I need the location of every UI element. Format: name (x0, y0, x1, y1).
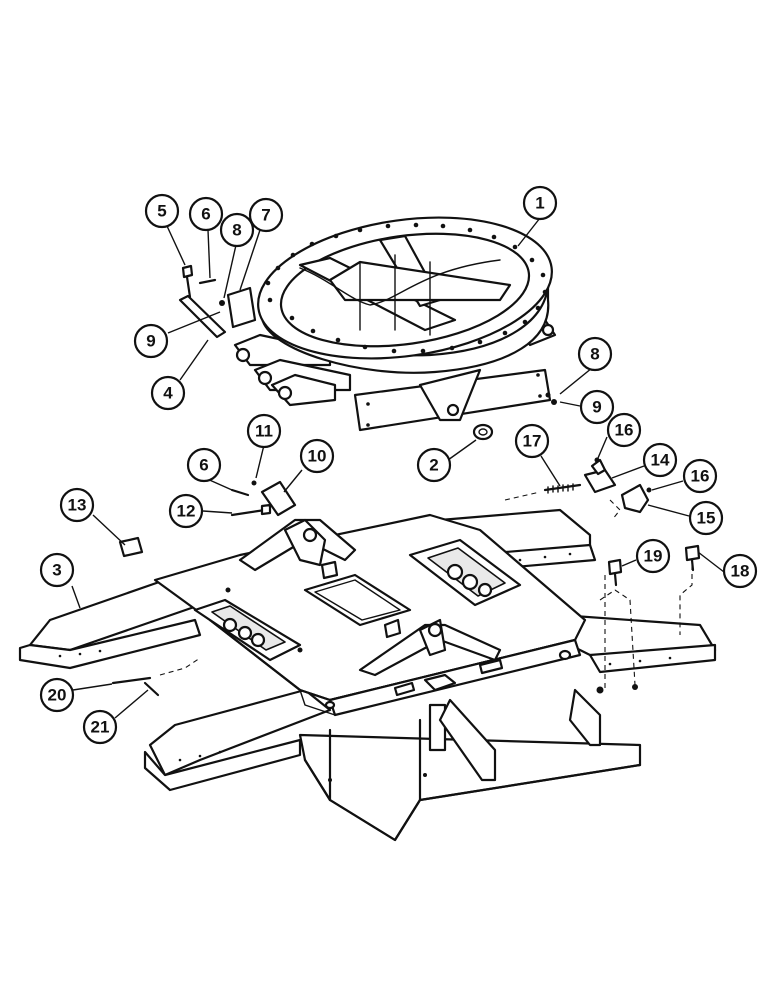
callout-5: 5 (144, 193, 180, 229)
callout-15: 15 (688, 500, 724, 536)
svg-text:19: 19 (644, 547, 663, 566)
svg-text:2: 2 (429, 456, 438, 475)
callout-6-top: 6 (188, 196, 224, 232)
callout-8-right: 8 (577, 336, 613, 372)
callout-10: 10 (299, 438, 335, 474)
callout-13: 13 (59, 487, 95, 523)
svg-text:16: 16 (691, 467, 710, 486)
svg-text:13: 13 (68, 496, 87, 515)
svg-text:15: 15 (697, 509, 716, 528)
callout-14: 14 (642, 442, 678, 478)
ring-bolt-holes (265, 222, 548, 354)
callout-3: 3 (39, 552, 75, 588)
callout-18: 18 (722, 553, 758, 589)
svg-text:16: 16 (615, 421, 634, 440)
svg-text:20: 20 (48, 686, 67, 705)
svg-text:18: 18 (731, 562, 750, 581)
svg-text:7: 7 (261, 206, 270, 225)
callout-4: 4 (150, 375, 186, 411)
svg-text:1: 1 (535, 194, 544, 213)
callout-11: 11 (246, 413, 282, 449)
svg-text:8: 8 (590, 345, 599, 364)
svg-text:3: 3 (52, 561, 61, 580)
svg-text:6: 6 (199, 456, 208, 475)
svg-text:17: 17 (523, 432, 542, 451)
callout-2: 2 (416, 447, 452, 483)
svg-text:14: 14 (651, 451, 670, 470)
svg-text:5: 5 (157, 202, 166, 221)
leader-lines (71, 217, 725, 719)
callout-9-right: 9 (579, 389, 615, 425)
frame-assembly (18, 508, 717, 842)
callout-16-top: 16 (606, 412, 642, 448)
svg-text:12: 12 (177, 502, 196, 521)
svg-text:6: 6 (201, 205, 210, 224)
callout-20: 20 (39, 677, 75, 713)
svg-text:8: 8 (232, 221, 241, 240)
callout-7: 7 (248, 197, 284, 233)
loose-parts (111, 264, 701, 697)
callout-9-left: 9 (133, 323, 169, 359)
svg-text:10: 10 (308, 447, 327, 466)
svg-text:4: 4 (163, 384, 173, 403)
callout-12: 12 (168, 493, 204, 529)
callout-6-mid: 6 (186, 447, 222, 483)
callout-19: 19 (635, 538, 671, 574)
callout-16-right: 16 (682, 458, 718, 494)
callout-17: 17 (514, 423, 550, 459)
svg-text:9: 9 (146, 332, 155, 351)
callout-8-top: 8 (219, 212, 255, 248)
callout-1: 1 (522, 185, 558, 221)
svg-text:11: 11 (255, 422, 273, 441)
svg-text:9: 9 (592, 398, 601, 417)
svg-text:21: 21 (91, 718, 110, 737)
turntable-assembly (226, 216, 557, 432)
callout-21: 21 (82, 709, 118, 745)
